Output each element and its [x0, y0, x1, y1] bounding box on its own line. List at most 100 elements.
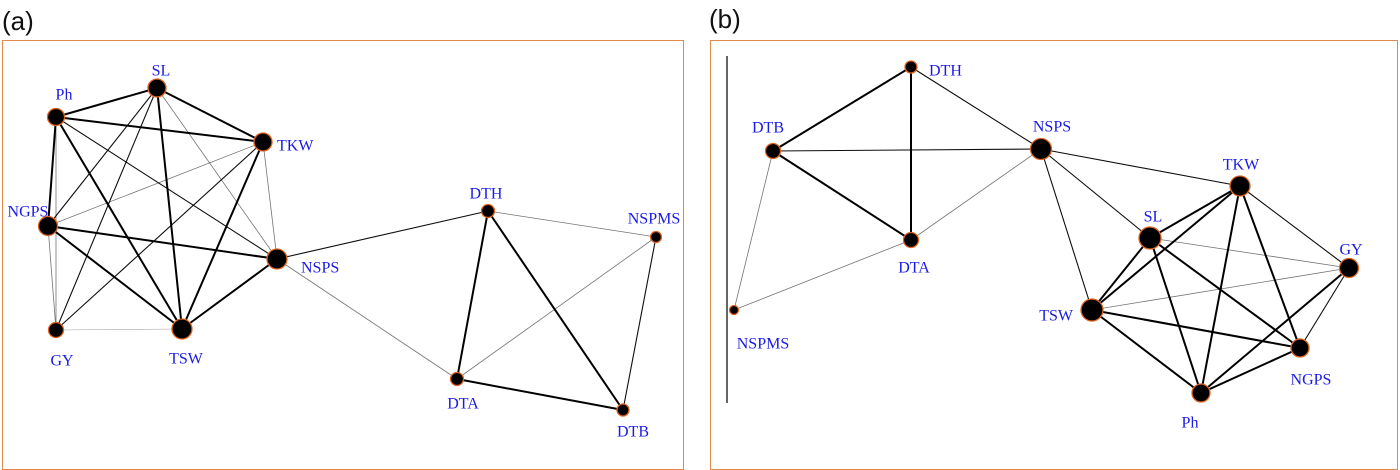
panel-a-node-tsw — [171, 318, 193, 340]
panel-a-node-nspms — [649, 230, 663, 244]
panel-b-edge-sl-ph — [1149, 237, 1202, 394]
panel-a-label-nspms: NSPMS — [628, 211, 680, 228]
panel-a-node-ngps — [37, 215, 59, 237]
panel-b-edge-gy-ph — [1200, 267, 1350, 394]
panel-b-label-ngps: NGPS — [1291, 372, 1332, 389]
panel-b-edge-sl-ngps — [1149, 237, 1301, 349]
panel-b-edge-ngps-ph — [1200, 347, 1301, 394]
panel-a-label-dta: DTA — [447, 396, 479, 413]
panel-b-node-nspms — [728, 304, 740, 316]
panel-b-node-tkw — [1229, 175, 1251, 197]
panel-a-edge-ngps-gy — [47, 225, 57, 331]
panel-b-frame — [710, 40, 1398, 470]
panel-a-edge-nsps-dth — [276, 210, 489, 260]
panel-a-edge-sl-tsw — [156, 87, 183, 330]
panel-a-edge-ph-sl — [55, 87, 158, 118]
panel-a-edge-sl-ngps — [47, 87, 158, 227]
panel-b-node-ngps — [1290, 338, 1310, 358]
panel-b-label-dth: DTH — [929, 63, 962, 80]
panel-b-edge-nsps-sl — [1040, 148, 1151, 239]
panel-a-node-ph — [46, 107, 66, 127]
panel-b-label-dtb: DTB — [752, 120, 784, 137]
panel-a-edge-ph-ngps — [47, 116, 57, 227]
panel-b-node-tsw — [1080, 298, 1104, 322]
panel-a-frame — [2, 40, 684, 470]
panel-b-label-tsw: TSW — [1039, 308, 1074, 325]
panel-a-edge-tsw-nsps — [181, 258, 278, 330]
panel-b-edge-tkw-gy — [1239, 185, 1350, 269]
panel-a-edge-tkw-gy — [55, 141, 264, 331]
panel-a-edge-nsps-dta — [276, 258, 458, 380]
panel-b-label-tkw: TKW — [1223, 157, 1260, 174]
panel-b-edge-dta-nsps — [910, 148, 1042, 241]
panel-b-edge-tsw-gy — [1091, 267, 1350, 311]
edges-layer — [47, 66, 1350, 411]
panel-a-label-gy: GY — [50, 353, 74, 370]
panel-a-edge-sl-gy — [55, 87, 158, 331]
panel-a-node-dth — [480, 203, 496, 219]
panel-a-node-dta — [449, 371, 465, 387]
panel-b-edge-dtb-nspms — [733, 150, 774, 311]
panel-b-node-dtb — [764, 142, 782, 160]
panel-b-node-dth — [904, 60, 918, 74]
panel-b-node-dta — [902, 231, 920, 249]
panel-b-edge-gy-ngps — [1299, 267, 1350, 349]
panel-b-letter: (b) — [709, 4, 741, 34]
panel-b-node-nsps — [1029, 137, 1053, 161]
panel-b-edge-dtb-dta — [772, 150, 912, 241]
panel-a-edge-dth-dtb — [487, 210, 624, 411]
panel-a-edge-sl-tkw — [156, 87, 264, 143]
panel-b-node-sl — [1138, 226, 1162, 250]
panel-a-label-dth: DTH — [470, 186, 503, 203]
panel-b-node-gy — [1338, 257, 1360, 279]
panel-b-label-ph: Ph — [1182, 415, 1199, 432]
panel-b-edge-dtb-dth — [772, 66, 912, 152]
panel-b-edge-dth-nsps — [910, 66, 1042, 150]
panel-b-edge-nsps-tkw — [1040, 148, 1241, 187]
panel-b-label-nspms: NSPMS — [737, 336, 789, 353]
panel-a-edge-ph-tsw — [55, 116, 183, 330]
panel-a-node-tkw — [253, 132, 273, 152]
panel-b-node-ph — [1191, 383, 1211, 403]
panel-a-edge-tkw-nsps — [262, 141, 278, 260]
panel-a-edge-ngps-nsps — [47, 225, 278, 260]
panel-a-edge-tkw-ngps — [47, 141, 264, 227]
panel-b-edge-tkw-sl — [1149, 185, 1241, 239]
panel-b-edge-tkw-ngps — [1239, 185, 1301, 349]
panel-a-edge-dth-dta — [456, 210, 489, 380]
panel-a-edge-tkw-tsw — [181, 141, 264, 330]
panel-a-node-nsps — [266, 248, 288, 270]
panel-b-edge-nsps-tsw — [1040, 148, 1093, 311]
panel-a-label-tsw: TSW — [169, 351, 204, 368]
panel-b-label-sl: SL — [1144, 209, 1163, 226]
panel-b-edge-tsw-ngps — [1091, 309, 1301, 349]
panel-a-edge-sl-nsps — [156, 87, 278, 260]
panel-a-edge-dta-dtb — [456, 378, 624, 411]
panel-b-label-nsps: NSPS — [1033, 119, 1071, 136]
panel-a-edge-ngps-tsw — [47, 225, 183, 330]
panel-b-edge-sl-gy — [1149, 237, 1350, 269]
nodes-layer — [37, 60, 1360, 417]
panel-a-label-ngps: NGPS — [8, 204, 49, 221]
panel-a-edge-dth-nspms — [487, 210, 657, 238]
panel-a-node-gy — [47, 321, 65, 339]
panel-a-label-dtb: DTB — [617, 424, 649, 441]
panel-a-edge-dta-nspms — [456, 236, 657, 380]
panel-a-label-nsps: NSPS — [301, 260, 339, 277]
panel-a-node-sl — [147, 78, 167, 98]
panel-a-edge-ph-tkw — [55, 116, 264, 143]
panel-b-edge-tsw-ph — [1091, 309, 1202, 394]
panel-b-label-gy: GY — [1339, 242, 1363, 259]
panel-a-edge-gy-tsw — [55, 328, 183, 331]
panel-b-edge-dtb-nsps — [772, 148, 1042, 152]
labels-layer: SL Ph TKW NGPS NSPS GY TSW DTH NSPMS DTA DTB DTH DTB… — [8, 63, 1363, 441]
panel-b-edge-dta-nspms — [733, 239, 912, 311]
panel-a-letter: (a) — [2, 6, 34, 36]
panel-a-node-dtb — [616, 403, 630, 417]
panel-b-edge-tkw-tsw — [1091, 185, 1241, 311]
panel-a-label-tkw: TKW — [277, 138, 314, 155]
panel-b-label-dta: DTA — [898, 260, 930, 277]
panel-b-edge-sl-tsw — [1091, 237, 1151, 311]
panel-a-edge-nspms-dtb — [622, 236, 657, 411]
